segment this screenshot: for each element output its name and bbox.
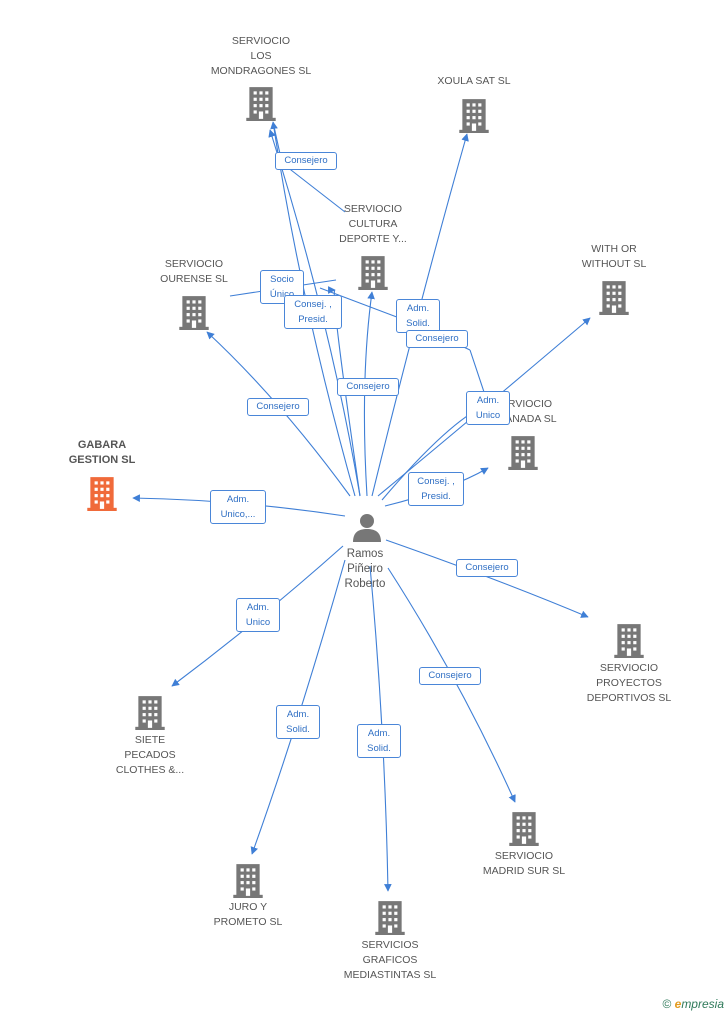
edge-role-label[interactable]: Adm. Unico (236, 598, 280, 632)
company-label-graficos[interactable]: SERVICIOS GRAFICOS MEDIASTINTAS SL (343, 939, 437, 981)
building-icon (507, 434, 539, 470)
brand-logo-text: mpresia (681, 997, 724, 1011)
company-node-graficos[interactable] (374, 899, 406, 935)
building-icon (613, 622, 645, 658)
person-node[interactable] (351, 512, 383, 544)
relation-edge (387, 567, 516, 803)
company-node-ourense[interactable] (178, 294, 210, 330)
company-label-mondragones[interactable]: SERVIOCIO LOS MONDRAGONES SL (210, 35, 312, 77)
relation-edge (385, 539, 589, 618)
building-icon (134, 694, 166, 730)
edge-role-label[interactable]: Consejero (419, 667, 481, 685)
company-label-juro[interactable]: JURO Y PROMETO SL (213, 901, 283, 928)
edge-role-label[interactable]: Consejero (406, 330, 468, 348)
edge-role-label[interactable]: Consejero (275, 152, 337, 170)
company-label-xoula[interactable]: XOULA SAT SL (437, 75, 511, 87)
building-icon (374, 899, 406, 935)
building-icon (508, 810, 540, 846)
company-label-gabara[interactable]: GABARA GESTION SL (68, 439, 136, 466)
company-label-madrid[interactable]: SERVIOCIO MADRID SUR SL (482, 850, 566, 877)
company-node-siete[interactable] (134, 694, 166, 730)
company-label-ourense[interactable]: SERVIOCIO OURENSE SL (160, 258, 228, 285)
company-node-granada[interactable] (507, 434, 539, 470)
building-icon (598, 279, 630, 315)
company-node-withor[interactable] (598, 279, 630, 315)
brand-logo-e: e (674, 997, 682, 1011)
edge-role-label[interactable]: Consejero (337, 378, 399, 396)
footer-brand: © empresia (662, 997, 724, 1011)
building-icon (245, 85, 277, 121)
building-icon (458, 97, 490, 133)
company-node-xoula[interactable] (458, 97, 490, 133)
edge-role-label[interactable]: Adm. Solid. (396, 299, 440, 333)
edge-role-label[interactable]: Consej. , Presid. (408, 472, 464, 506)
company-node-proyectos[interactable] (613, 622, 645, 658)
relation-edge (327, 286, 361, 497)
edge-role-label[interactable]: Adm. Solid. (276, 705, 320, 739)
company-label-withor[interactable]: WITH OR WITHOUT SL (581, 243, 647, 270)
edge-role-label[interactable]: Consejero (456, 559, 518, 577)
edge-role-label[interactable]: Consejero (247, 398, 309, 416)
company-node-madrid[interactable] (508, 810, 540, 846)
edge-role-label[interactable]: Adm. Unico (466, 391, 510, 425)
building-icon (357, 254, 389, 290)
person-name-label: Ramos Piñeiro Roberto (344, 548, 386, 590)
company-label-siete[interactable]: SIETE PECADOS CLOTHES &... (115, 734, 185, 776)
company-node-mondragones[interactable] (245, 85, 277, 121)
edge-role-label[interactable]: Adm. Solid. (357, 724, 401, 758)
edge-role-label[interactable]: Adm. Unico,... (210, 490, 266, 524)
company-node-juro[interactable] (232, 862, 264, 898)
edge-role-label[interactable]: Consej. , Presid. (284, 295, 342, 329)
company-label-cultura[interactable]: SERVIOCIO CULTURA DEPORTE Y... (339, 203, 407, 245)
company-node-gabara[interactable] (86, 475, 118, 511)
person-icon (353, 514, 381, 542)
building-icon (232, 862, 264, 898)
company-node-cultura[interactable] (357, 254, 389, 290)
building-icon (86, 475, 118, 511)
company-label-proyectos[interactable]: SERVIOCIO PROYECTOS DEPORTIVOS SL (586, 662, 672, 704)
building-icon (178, 294, 210, 330)
edge-segment (281, 162, 346, 213)
copyright-symbol: © (662, 997, 672, 1011)
